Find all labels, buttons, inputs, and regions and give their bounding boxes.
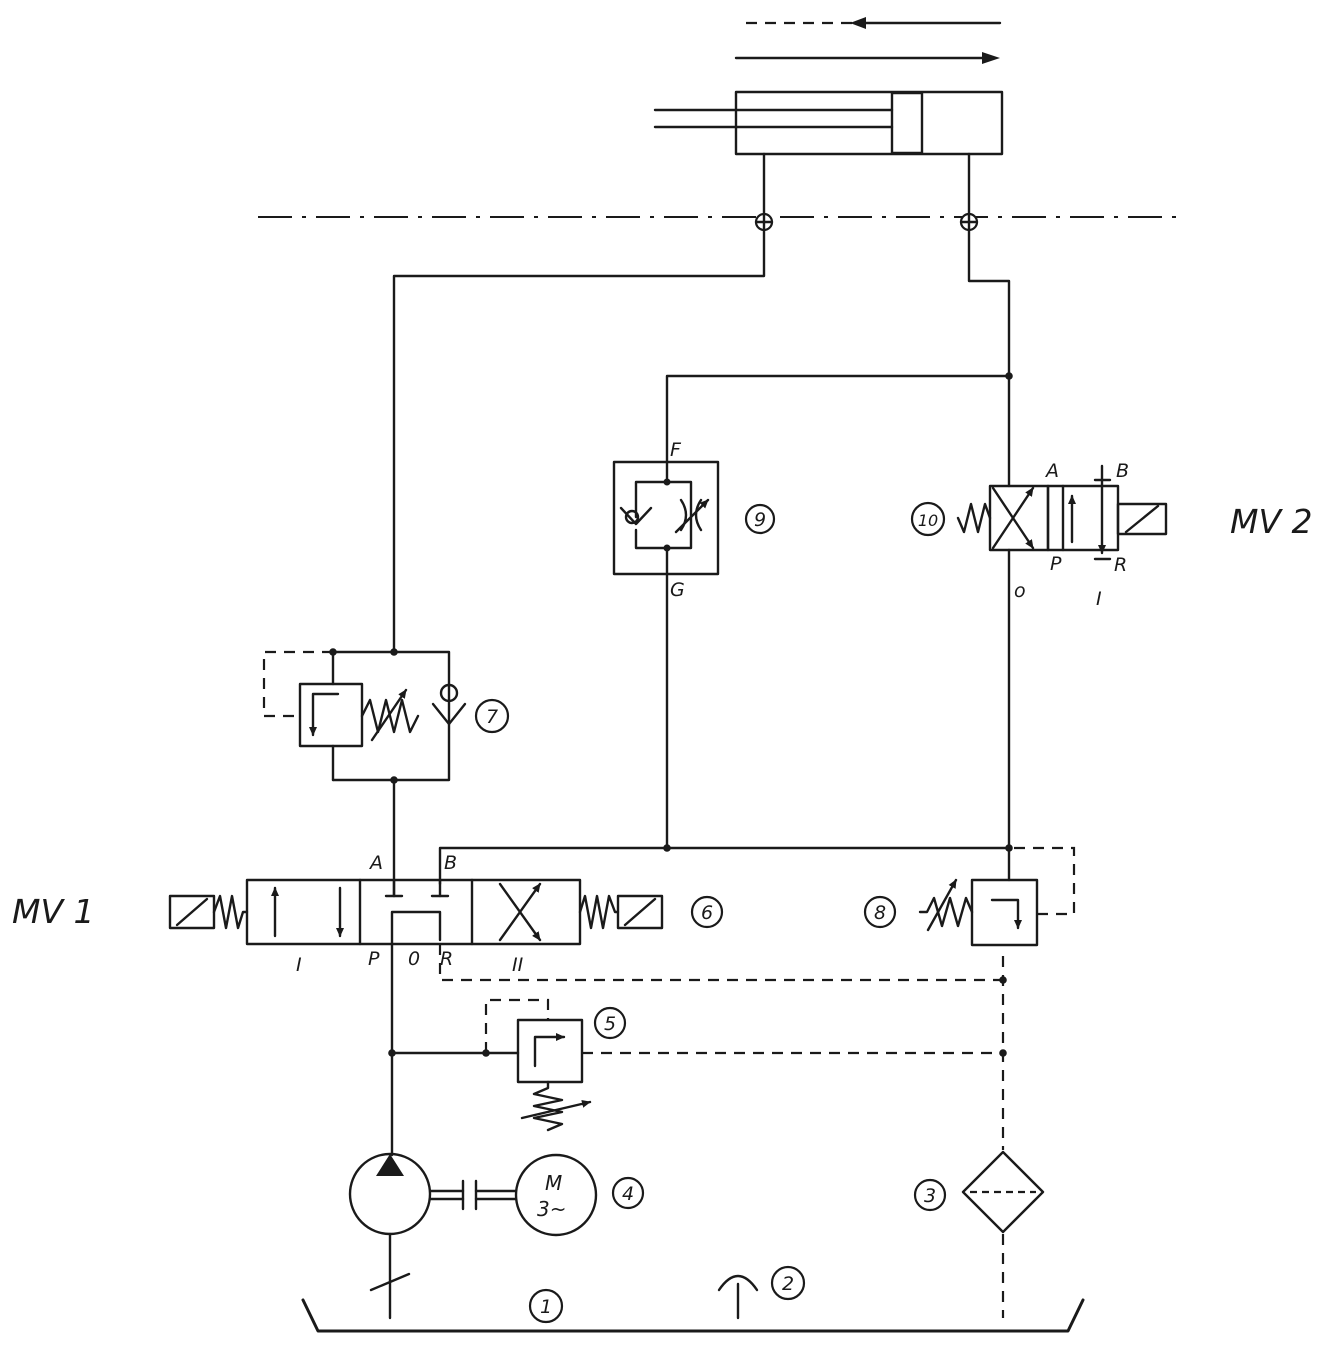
pump-motor-unit: M 3~ 4 bbox=[348, 1152, 645, 1237]
port-labels: MV 1 MV 2 A B P 0 R I II F G A B P R o I bbox=[12, 439, 1313, 976]
valve9-port-f: F bbox=[670, 439, 682, 461]
mv2-port-r: R bbox=[1114, 554, 1127, 576]
label-circle-9 bbox=[744, 503, 776, 535]
component-number-2: 2 bbox=[782, 1273, 794, 1295]
component-number-1: 1 bbox=[540, 1296, 552, 1318]
component-number-5: 5 bbox=[604, 1013, 616, 1035]
junction-dots bbox=[329, 372, 1013, 1057]
component-number-7: 7 bbox=[486, 706, 498, 728]
label-circle-7 bbox=[474, 698, 510, 734]
mv1-port-p: P bbox=[368, 948, 380, 970]
label-circle-6 bbox=[690, 895, 724, 929]
component-number-10: 10 bbox=[918, 511, 938, 530]
flow-control-valve-9: 9 bbox=[612, 460, 776, 576]
tank-1: 1 bbox=[301, 1288, 1085, 1333]
motor-label-phase: 3~ bbox=[537, 1197, 566, 1221]
relief-check-valve-7: 7 bbox=[298, 650, 510, 782]
mv2-port-p: P bbox=[1050, 553, 1062, 575]
filter-3: 3 bbox=[913, 1150, 1045, 1234]
drain-lines bbox=[262, 650, 1076, 1318]
component-number-4: 4 bbox=[622, 1183, 634, 1205]
component-number-8: 8 bbox=[874, 902, 886, 924]
label-circle-1 bbox=[528, 1288, 564, 1324]
mv1-label: MV 1 bbox=[12, 892, 95, 931]
mv2-port-b: B bbox=[1116, 460, 1129, 482]
mv1-port-r: R bbox=[440, 948, 453, 970]
motion-arrows bbox=[734, 17, 1002, 64]
mv2-label: MV 2 bbox=[1230, 502, 1313, 541]
mv1-port-a: A bbox=[368, 852, 383, 874]
directional-valve-mv1: 6 bbox=[168, 878, 724, 946]
label-circle-3 bbox=[913, 1178, 947, 1212]
component-number-9: 9 bbox=[754, 509, 766, 531]
label-circle-10 bbox=[910, 501, 946, 537]
component-number-3: 3 bbox=[924, 1185, 936, 1207]
breather-2: 2 bbox=[717, 1265, 806, 1320]
label-circle-2 bbox=[770, 1265, 806, 1301]
relief-valve-5: 5 bbox=[516, 1006, 627, 1132]
mv2-port-o: o bbox=[1014, 580, 1026, 602]
label-circle-8 bbox=[863, 895, 897, 929]
directional-valve-mv2: 10 bbox=[910, 464, 1168, 561]
mv1-position-ii: II bbox=[512, 954, 524, 976]
motor-label-m: M bbox=[545, 1171, 562, 1195]
mv1-port-o: 0 bbox=[408, 948, 420, 970]
valve9-port-g: G bbox=[670, 579, 685, 601]
hydraulic-cylinder bbox=[653, 90, 1004, 156]
label-circle-4 bbox=[611, 1176, 645, 1210]
component-number-6: 6 bbox=[701, 902, 713, 924]
mv1-position-i: I bbox=[296, 954, 302, 976]
mv2-port-a: A bbox=[1044, 460, 1059, 482]
mv1-port-b: B bbox=[444, 852, 457, 874]
pressure-valve-8: 8 bbox=[863, 878, 1039, 947]
mv2-position-i: I bbox=[1096, 588, 1102, 610]
pressure-lines bbox=[369, 152, 1011, 1320]
label-circle-5 bbox=[593, 1006, 627, 1040]
